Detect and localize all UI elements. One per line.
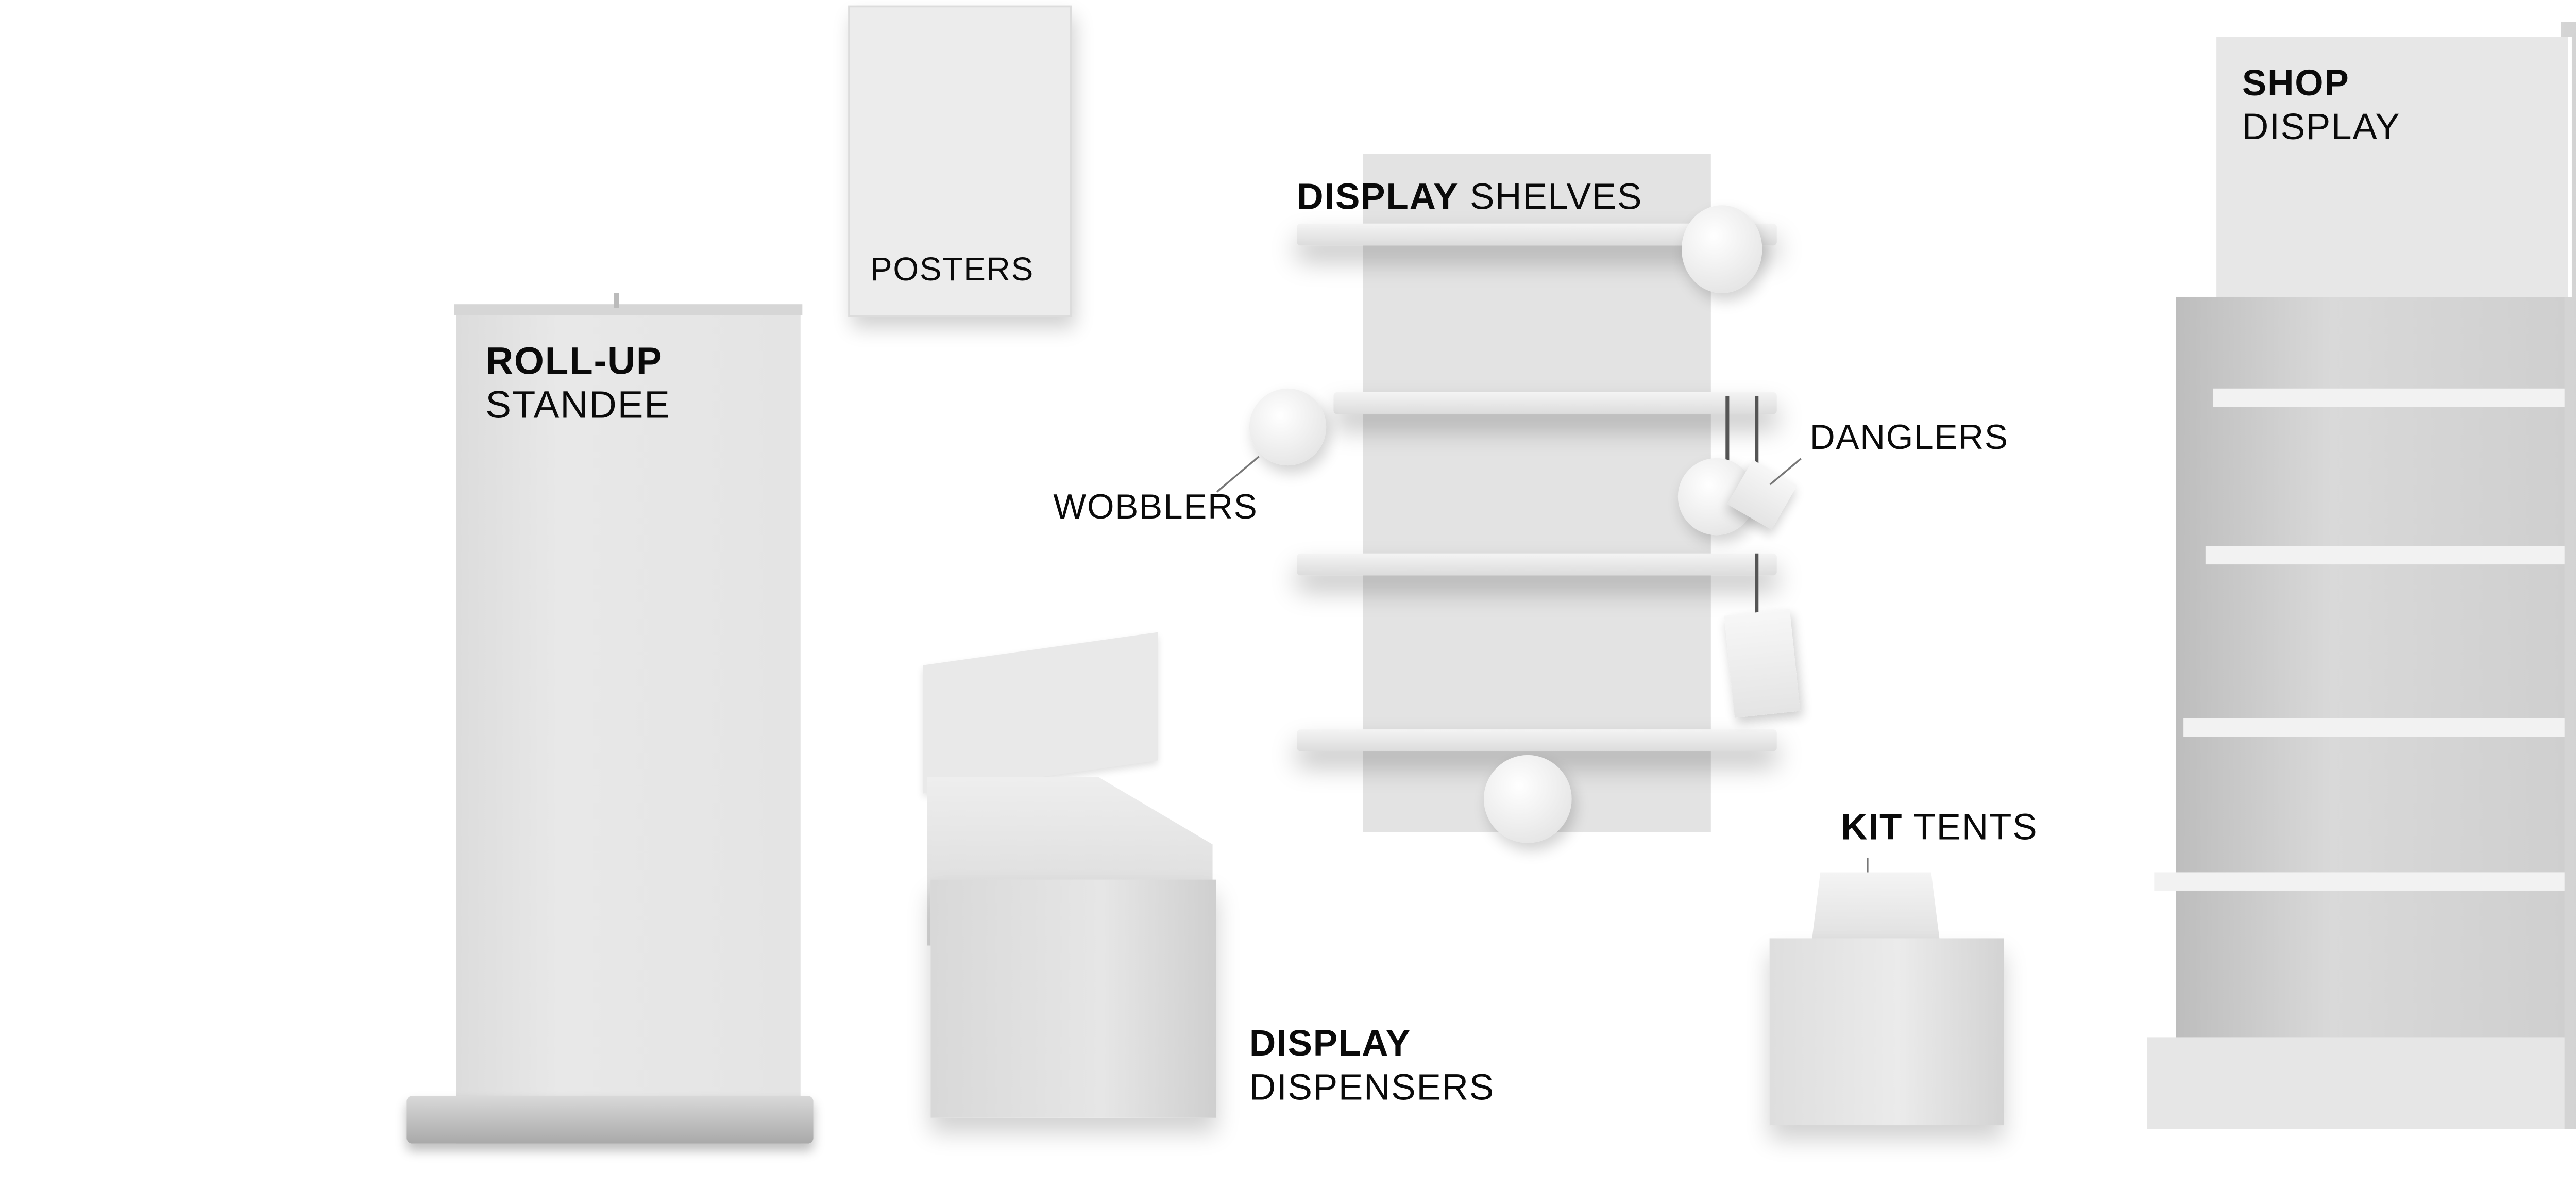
shelf-backboard (1363, 154, 1711, 832)
shop-shelf-2 (2205, 546, 2565, 565)
kit-tent-box (1769, 938, 2004, 1126)
rollup-standee: ROLL-UP STANDEE (403, 290, 824, 1169)
rollup-label: ROLL-UP STANDEE (485, 341, 671, 429)
shop-display: SHOP DISPLAY (2140, 11, 2576, 1132)
dangler-rect (1724, 609, 1801, 718)
rollup-banner (456, 315, 801, 1144)
dispensers-regular-text: DISPENSERS (1249, 1068, 1495, 1109)
wobbler-top-right (1681, 205, 1762, 293)
wobbler-bottom (1483, 755, 1572, 843)
kit-tents-label: KIT TENTS (1841, 806, 2038, 850)
dangler-string-3 (1755, 553, 1759, 616)
shop-shelf-1 (2213, 388, 2565, 407)
wobbler-left (1249, 388, 1327, 466)
shelf-2 (1333, 392, 1777, 414)
shelf-3 (1297, 553, 1777, 576)
shop-shelf-4 (2154, 872, 2565, 891)
wobblers-label: WOBBLERS (1053, 488, 1258, 531)
dispensers-label: DISPLAY DISPENSERS (1249, 1023, 1495, 1111)
dispenser-box (930, 879, 1216, 1118)
wobblers-text: WOBBLERS (1053, 489, 1258, 528)
shelves-bold-text: DISPLAY (1297, 177, 1459, 219)
kit-tents-regular-text: TENTS (1913, 808, 2038, 849)
dispensers-bold-text: DISPLAY (1249, 1024, 1411, 1065)
shelf-4 (1297, 729, 1777, 751)
kit-tents-bold-text: KIT (1841, 808, 1903, 849)
rollup-top-bar (454, 304, 803, 315)
shop-display-body (2176, 296, 2565, 1129)
shelves-regular-text: SHELVES (1469, 177, 1643, 219)
shop-display-bold-text: SHOP (2242, 64, 2350, 105)
shop-display-header (2213, 37, 2572, 297)
danglers-label: DANGLERS (1810, 418, 2009, 462)
dispenser-header-card (923, 632, 1158, 794)
rollup-regular-text: STANDEE (485, 384, 671, 427)
shelves-label: DISPLAY SHELVES (1297, 176, 1642, 220)
shop-display-base (2147, 1037, 2565, 1129)
rollup-pole (614, 293, 619, 308)
display-dispenser (916, 632, 1227, 1140)
shop-shelf-3 (2183, 718, 2565, 737)
rollup-base (406, 1096, 814, 1144)
rollup-bold-text: ROLL-UP (485, 341, 663, 383)
posters-text: POSTERS (870, 251, 1035, 288)
poster-mockup: POSTERS (848, 5, 1072, 317)
shop-display-regular-text: DISPLAY (2242, 108, 2401, 148)
dangler-string-1 (1725, 395, 1730, 466)
shop-display-label: SHOP DISPLAY (2242, 62, 2401, 150)
posters-label: POSTERS (870, 247, 1034, 291)
dangler-string-2 (1755, 395, 1759, 470)
danglers-text: DANGLERS (1809, 420, 2009, 458)
